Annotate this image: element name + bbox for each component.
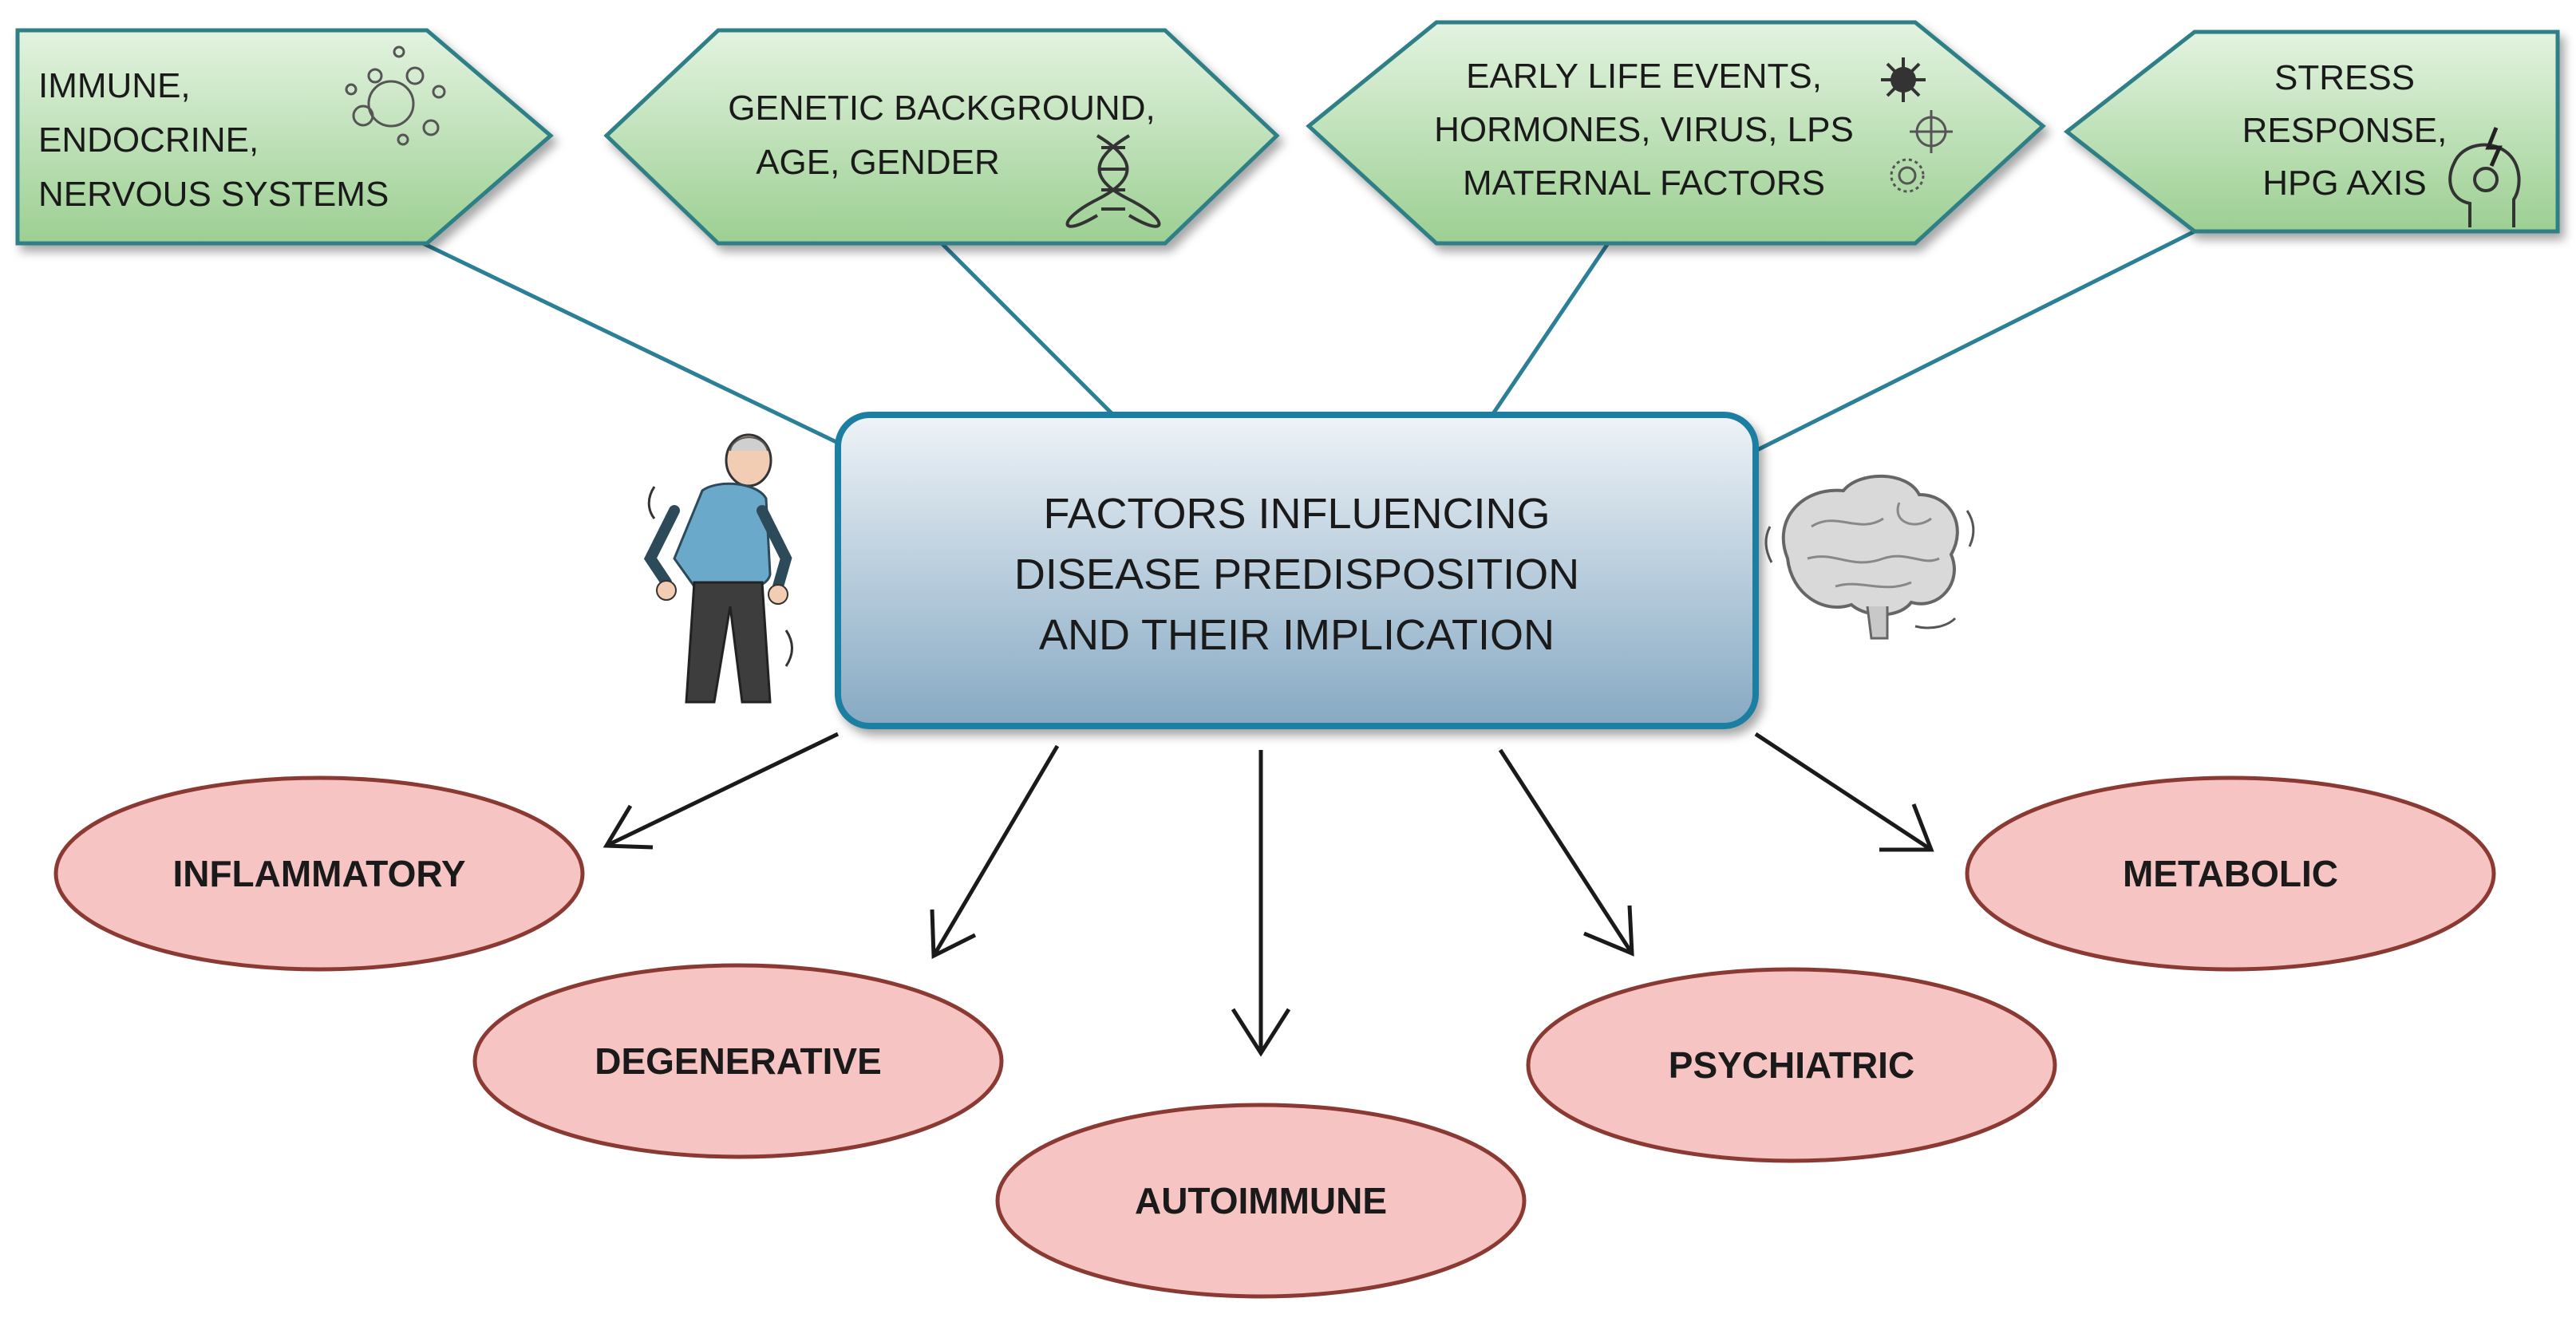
arrow-autoimmune (1231, 750, 1291, 1057)
connector-early-life (1490, 242, 1610, 416)
disease-inflammatory (53, 775, 585, 972)
elderly-person-icon (643, 433, 793, 704)
factor-box-genetic (603, 28, 1280, 246)
factor-immune-line-2: ENDOCRINE, (38, 120, 259, 160)
arrow-metabolic (1754, 732, 1934, 852)
connector-genetic (940, 242, 1115, 416)
factor-early-life-line-1: EARLY LIFE EVENTS, (1466, 57, 1822, 96)
connector-stress (1754, 225, 2204, 453)
factor-immune-line-3: NERVOUS SYSTEMS (38, 175, 389, 214)
arrows (603, 732, 1934, 1057)
disease-label-psychiatric: PSYCHIATRIC (1669, 1044, 1914, 1086)
disease-degenerative (472, 963, 1004, 1159)
head-stress-icon (2448, 127, 2521, 227)
connector-immune (421, 241, 840, 445)
disease-psychiatric (1526, 967, 2057, 1163)
disease-label-degenerative: DEGENERATIVE (595, 1040, 882, 1082)
arrow-inflammatory (603, 732, 840, 850)
factor-box-stress (2063, 30, 2560, 234)
virus-icon (1881, 57, 1953, 193)
factor-stress-line-2: RESPONSE, (2242, 111, 2448, 150)
center-title-line-2: DISEASE PREDISPOSITION (1014, 550, 1579, 598)
brain-icon (1764, 474, 1975, 640)
bubbles-icon (345, 45, 446, 146)
arrow-degenerative (930, 744, 1060, 959)
disease-label-inflammatory: INFLAMMATORY (172, 853, 465, 894)
disease-label-autoimmune: AUTOIMMUNE (1135, 1180, 1387, 1221)
center-title-line-1: FACTORS INFLUENCING (1043, 490, 1550, 538)
factor-early-life-line-3: MATERNAL FACTORS (1463, 164, 1825, 203)
factor-genetic-line-2: AGE, GENDER (756, 143, 1000, 182)
factor-stress-line-3: HPG AXIS (2262, 164, 2426, 203)
center-title-line-3: AND THEIR IMPLICATION (1039, 611, 1555, 659)
factor-genetic-line-1: GENETIC BACKGROUND, (728, 89, 1155, 128)
disease-label-metabolic: METABOLIC (2123, 853, 2338, 894)
connector-lines (421, 225, 2204, 453)
arrow-psychiatric (1498, 748, 1634, 957)
disease-autoimmune (995, 1103, 1527, 1299)
disease-metabolic (1965, 775, 2496, 972)
center-box (835, 412, 1759, 729)
dna-icon (1065, 134, 1161, 228)
factor-immune-line-1: IMMUNE, (38, 66, 191, 105)
factor-early-life-line-2: HORMONES, VIRUS, LPS (1434, 110, 1854, 149)
factor-stress-line-1: STRESS (2274, 58, 2415, 97)
factor-box-early-life (1306, 20, 2046, 246)
